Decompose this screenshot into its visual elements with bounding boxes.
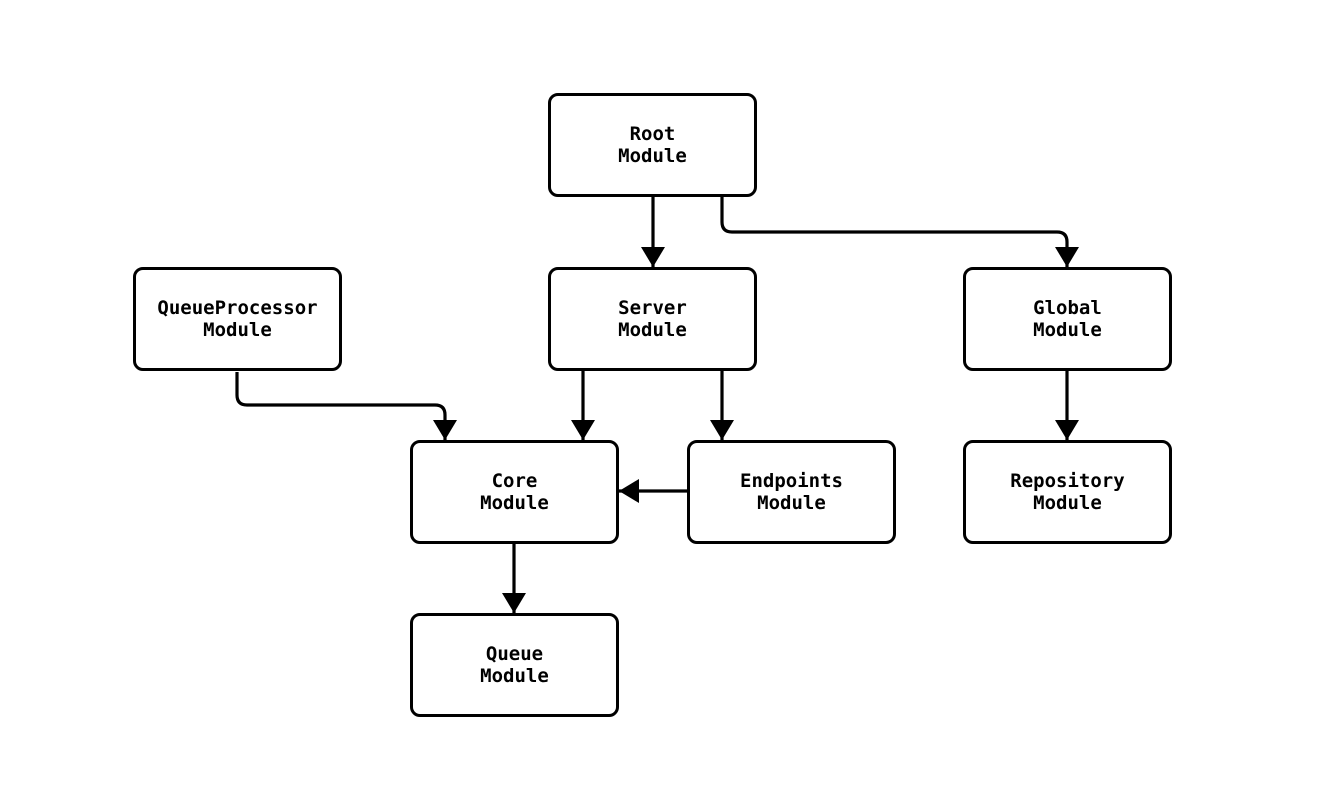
node-server-module: Server Module xyxy=(548,267,757,371)
edge-root-to-global xyxy=(720,197,1079,267)
edge-queueprocessor-to-core xyxy=(235,372,457,440)
node-root-module: Root Module xyxy=(548,93,757,197)
node-queue-module: Queue Module xyxy=(410,613,619,717)
node-repository-module-label: Repository Module xyxy=(1010,470,1125,514)
node-global-module: Global Module xyxy=(963,267,1172,371)
node-queue-module-label: Queue Module xyxy=(480,643,549,687)
node-core-module: Core Module xyxy=(410,440,619,544)
node-repository-module: Repository Module xyxy=(963,440,1172,544)
node-endpoints-module: Endpoints Module xyxy=(687,440,896,544)
node-endpoints-module-label: Endpoints Module xyxy=(740,470,843,514)
node-queueprocessor-module: QueueProcessor Module xyxy=(133,267,342,371)
node-global-module-label: Global Module xyxy=(1033,297,1102,341)
node-core-module-label: Core Module xyxy=(480,470,549,514)
node-queueprocessor-module-label: QueueProcessor Module xyxy=(157,297,318,341)
node-root-module-label: Root Module xyxy=(618,123,687,167)
node-server-module-label: Server Module xyxy=(618,297,687,341)
